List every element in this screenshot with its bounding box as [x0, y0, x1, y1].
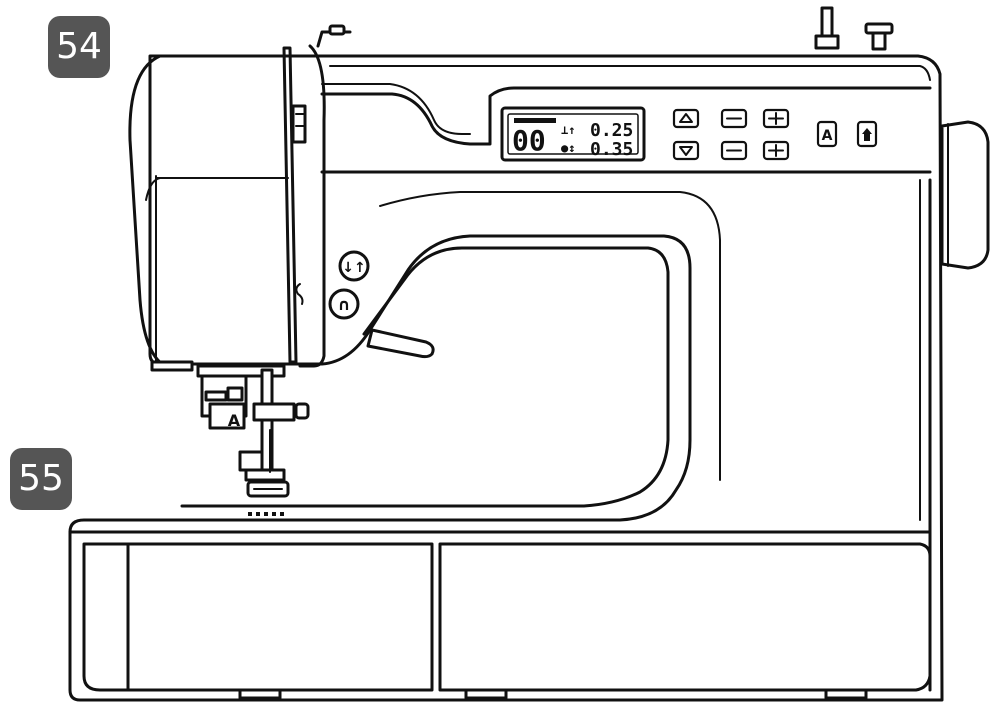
- faceplate-band: [155, 175, 289, 365]
- threading-guide-icon: [295, 283, 304, 305]
- a-button[interactable]: A: [816, 120, 838, 148]
- sewing-bed: [82, 542, 434, 692]
- throat-opening: [180, 246, 670, 508]
- bobbin-winder-spindle: [864, 22, 894, 51]
- faceplate: [128, 54, 164, 366]
- lcd-stitch-width: 0.25: [590, 120, 633, 141]
- stitch-width-icon: ⊥↑: [561, 123, 575, 137]
- needle-assembly: [150, 360, 310, 498]
- top-cover-line: [321, 83, 471, 135]
- length-minus-button[interactable]: [720, 140, 748, 161]
- width-minus-button[interactable]: [720, 108, 748, 129]
- take-up-lever-cover: [298, 44, 326, 368]
- thread-guide-top: [316, 24, 352, 48]
- foot-left: [238, 688, 282, 700]
- top-edge-inner: [329, 65, 931, 81]
- lock-button[interactable]: [856, 120, 878, 148]
- length-plus-button[interactable]: [762, 140, 790, 161]
- needle-up-down-button[interactable]: ↓↑: [338, 250, 370, 282]
- lcd-display: 00 ⊥↑ ●↕ 0.25 0.35: [500, 106, 646, 162]
- callout-55: 55: [10, 448, 72, 510]
- presser-foot-mark: A: [228, 411, 241, 430]
- threading-channel: [282, 46, 298, 364]
- stitch-length-icon: ●↕: [561, 141, 575, 155]
- svg-text:↓↑: ↓↑: [342, 260, 365, 276]
- pattern-up-button[interactable]: [672, 108, 700, 129]
- width-plus-button[interactable]: [762, 108, 790, 129]
- foot-right: [824, 688, 868, 700]
- a-button-label: A: [822, 128, 833, 144]
- accessory-box: [438, 542, 932, 692]
- machine-body-outline: [68, 54, 944, 702]
- handwheel: [940, 120, 990, 270]
- presser-foot-lever[interactable]: [366, 328, 435, 359]
- svg-text:∩: ∩: [338, 295, 351, 314]
- pattern-down-button[interactable]: [672, 140, 700, 161]
- take-up-lever: [291, 104, 307, 144]
- lock-icon: [862, 128, 872, 141]
- feed-dogs: [248, 512, 284, 516]
- control-panel-band: [320, 86, 932, 146]
- lcd-pattern-number: 00: [512, 124, 546, 157]
- arm-inner-highlight: [379, 191, 721, 481]
- foot-middle: [464, 688, 508, 700]
- spool-pin: [814, 6, 840, 50]
- reverse-button[interactable]: ∩: [328, 288, 360, 320]
- faceplate-seam: [145, 177, 161, 201]
- lcd-stitch-length: 0.35: [590, 139, 633, 160]
- callout-54: 54: [48, 16, 110, 78]
